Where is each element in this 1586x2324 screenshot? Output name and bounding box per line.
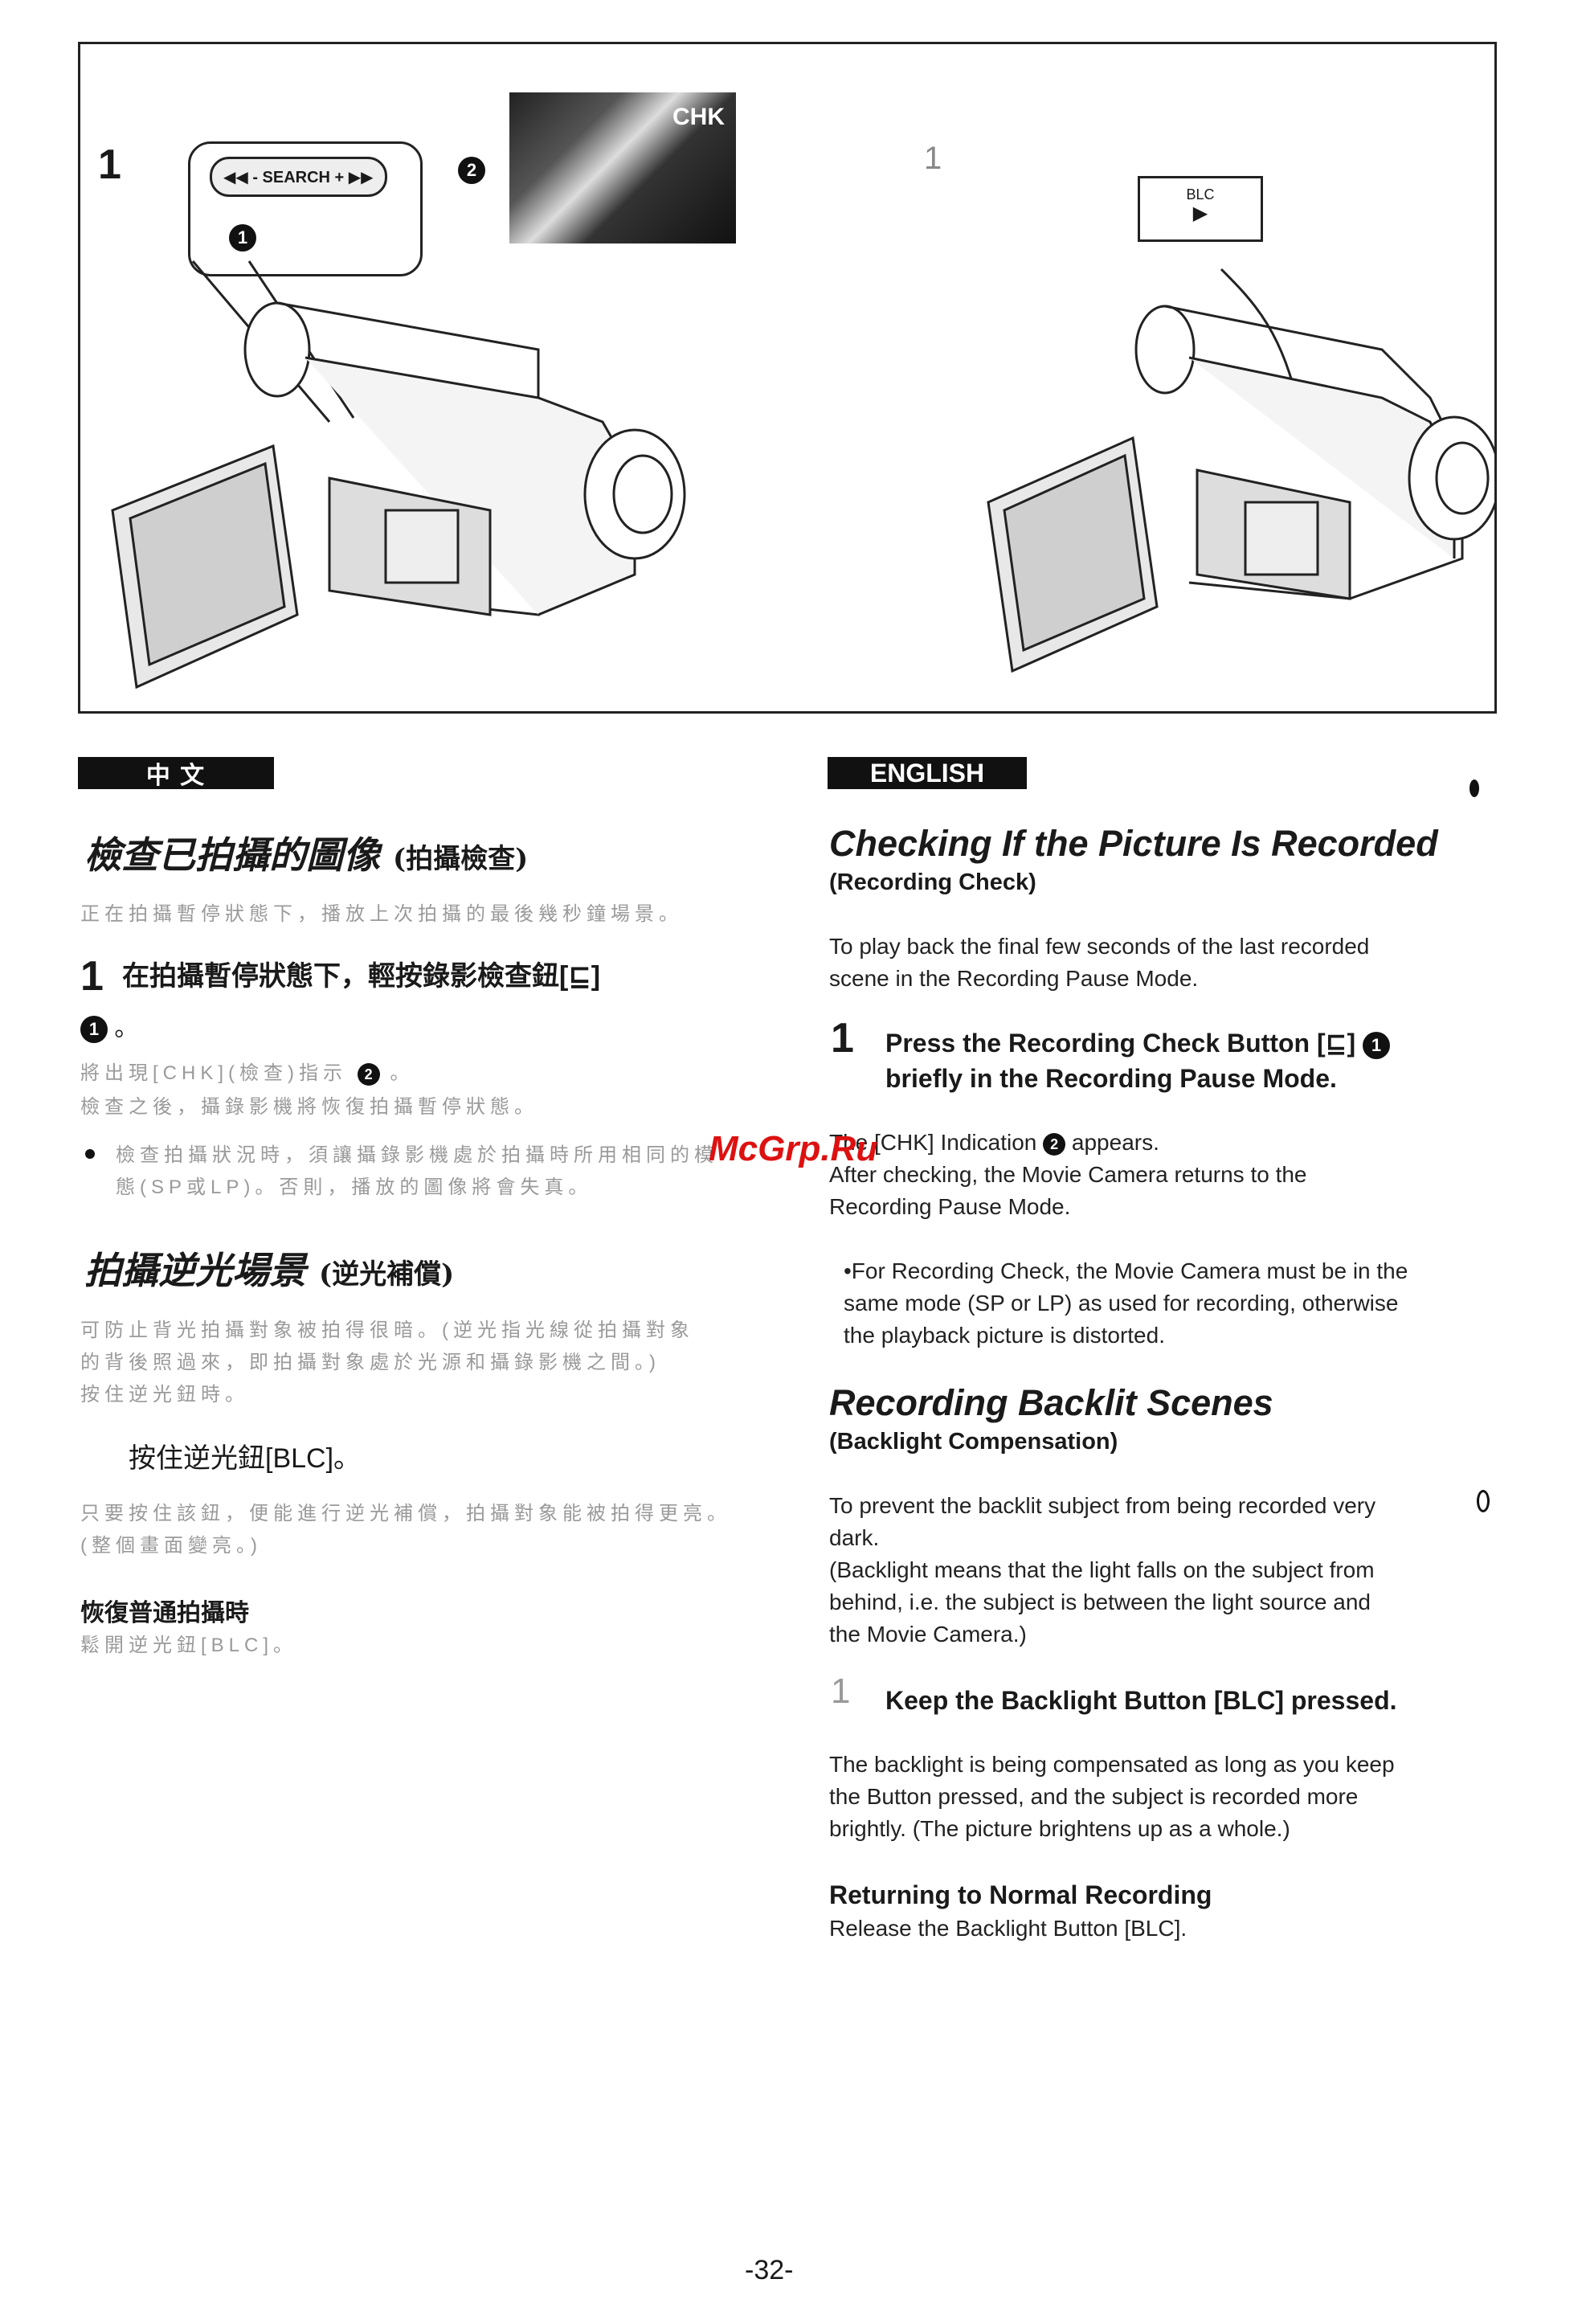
chinese-restore-heading: 恢復普通拍攝時 <box>80 1600 249 1626</box>
search-button-callout: ◀◀ - SEARCH + ▶▶ 1 <box>188 141 423 276</box>
chinese-step1-tail: 。 <box>114 1015 139 1041</box>
chinese-section2-title-text: 拍攝逆光場景 <box>84 1249 306 1292</box>
chinese-s2-line3: 按住逆光鈕時。 <box>80 1384 249 1405</box>
english-s2-line4: behind, i.e. the subject is between the … <box>829 1590 1371 1614</box>
search-button-label: ◀◀ - SEARCH + ▶▶ <box>210 157 387 197</box>
margin-mark-top <box>1470 779 1479 797</box>
english-s2-step-number: 1 <box>831 1671 851 1711</box>
chinese-section-header: 中 文 <box>78 757 274 789</box>
english-after-line2: After checking, the Movie Camera returns… <box>829 1162 1307 1187</box>
chinese-s2-line1: 可防止背光拍攝對象被拍得很暗。(逆光指光線從拍攝對象 <box>80 1320 694 1341</box>
english-bullet-line2: same mode (SP or LP) as used for recordi… <box>844 1291 1399 1315</box>
english-after-callout: 2 <box>1043 1132 1066 1156</box>
english-s2-line3: (Backlight means that the light falls on… <box>829 1557 1375 1582</box>
figure-step-number-right: 1 <box>924 141 942 176</box>
english-section2-subtitle: (Backlight Compensation) <box>829 1429 1118 1455</box>
english-restore-text: Release the Backlight Button [BLC]. <box>829 1916 1187 1941</box>
chinese-bullet-line1: 檢查拍攝狀況時，須讓攝錄影機處於拍攝時所用相同的模 <box>116 1144 718 1166</box>
blc-button-callout: BLC ▶ <box>1138 176 1263 242</box>
english-section-header: ENGLISH <box>828 757 1027 789</box>
chinese-section2-sub: (逆光補償) <box>319 1258 455 1291</box>
chinese-after-line2: 檢查之後，攝錄影機將恢復拍攝暫停狀態。 <box>80 1096 538 1118</box>
english-after-text1b: appears. <box>1071 1130 1159 1155</box>
english-restore-heading: Returning to Normal Recording <box>829 1880 1212 1909</box>
english-after-text1a: The [CHK] Indication <box>829 1130 1037 1155</box>
english-bullet-line1: •For Recording Check, the Movie Camera m… <box>844 1258 1408 1283</box>
page-number: -32- <box>745 2255 794 2285</box>
blc-button-label: BLC <box>1186 186 1215 203</box>
chinese-step1-number: 1 <box>80 953 104 1000</box>
english-s2-line1: To prevent the backlit subject from bein… <box>829 1493 1376 1518</box>
english-section2-title: Recording Backlit Scenes <box>829 1382 1273 1423</box>
chinese-s2-after2: (整個畫面變亮。) <box>80 1535 262 1557</box>
english-step1-callout: 1 <box>1363 1031 1390 1059</box>
chk-screen-photo: CHK <box>509 92 736 243</box>
english-s2-line2: dark. <box>829 1525 880 1550</box>
chinese-title: 檢查已拍攝的圖像 (拍攝檢查) <box>84 826 528 879</box>
chinese-title-text: 檢查已拍攝的圖像 <box>84 833 380 877</box>
english-after-line3: Recording Pause Mode. <box>829 1194 1071 1219</box>
english-step1-number: 1 <box>831 1015 854 1062</box>
english-s2-line5: the Movie Camera.) <box>829 1622 1027 1647</box>
camcorder-illustration-left <box>111 260 686 689</box>
figure-step-number-left: 1 <box>98 141 121 188</box>
english-s2-step: Keep the Backlight Button [BLC] pressed. <box>885 1686 1397 1715</box>
chinese-s2-line2: 的背後照過來，即拍攝對象處於光源和攝錄影機之間。) <box>80 1352 660 1373</box>
chinese-after-line1: 將出現[CHK](檢查)指示 2 。 <box>80 1058 414 1090</box>
chinese-title-sub: (拍攝檢查) <box>393 843 529 875</box>
search-label-text: ◀◀ - SEARCH + ▶▶ <box>223 168 374 186</box>
chinese-bullet-line2: 態(SP或LP)。否則，播放的圖像將會失真。 <box>116 1176 593 1198</box>
chinese-section2-title: 拍攝逆光場景 (逆光補償) <box>84 1242 454 1295</box>
english-s2-after2: the Button pressed, and the subject is r… <box>829 1784 1359 1809</box>
chinese-s2-step: 按住逆光鈕[BLC]。 <box>129 1443 362 1474</box>
chinese-s2-after1: 只要按住該鈕，便能進行逆光補償，拍攝對象能被拍得更亮。 <box>80 1503 731 1524</box>
english-step1-line2: briefly in the Recording Pause Mode. <box>885 1064 1337 1093</box>
english-intro-line2: scene in the Recording Pause Mode. <box>829 966 1199 991</box>
chinese-after-text1: 將出現[CHK](檢查)指示 <box>80 1062 347 1084</box>
english-after-line1: The [CHK] Indication 2 appears. <box>829 1127 1159 1159</box>
english-title: Checking If the Picture Is Recorded <box>829 823 1438 864</box>
chinese-after-callout: 2 <box>357 1062 380 1086</box>
english-step1-text: Press the Recording Check Button [⊑] <box>885 1029 1356 1058</box>
english-intro-line1: To play back the final few seconds of th… <box>829 934 1370 959</box>
chinese-step1-callout: 1 <box>80 1016 108 1044</box>
english-step1-line1: Press the Recording Check Button [⊑] 1 <box>885 1025 1390 1061</box>
chinese-intro: 正在拍攝暫停狀態下，播放上次拍攝的最後幾秒鐘場景。 <box>80 903 683 925</box>
chinese-bullet-dot <box>85 1149 95 1159</box>
blc-arrow-icon: ▶ <box>1192 203 1208 224</box>
chk-indication-label: CHK <box>672 104 725 130</box>
chinese-after-text1-tail: 。 <box>390 1062 415 1084</box>
chinese-step1-callout-line: 1 。 <box>80 1008 139 1044</box>
camcorder-illustration-right <box>987 268 1494 673</box>
english-s2-after1: The backlight is being compensated as lo… <box>829 1752 1395 1777</box>
chinese-step1-text: 在拍攝暫停狀態下，輕按錄影檢查鈕[⊑] <box>122 961 601 992</box>
english-subtitle: (Recording Check) <box>829 869 1036 895</box>
chinese-restore-text: 鬆開逆光鈕[BLC]。 <box>80 1635 298 1656</box>
english-s2-after3: brightly. (The picture brightens up as a… <box>829 1816 1290 1841</box>
illustration-frame: 1 ◀◀ - SEARCH + ▶▶ 1 2 CHK <box>78 42 1497 714</box>
watermark-link[interactable]: McGrp.Ru <box>709 1129 878 1168</box>
callout-2-marker: 2 <box>458 157 485 184</box>
margin-mark-mid <box>1477 1490 1490 1512</box>
english-bullet-line3: the playback picture is distorted. <box>844 1323 1165 1348</box>
callout-1-marker: 1 <box>229 224 256 252</box>
